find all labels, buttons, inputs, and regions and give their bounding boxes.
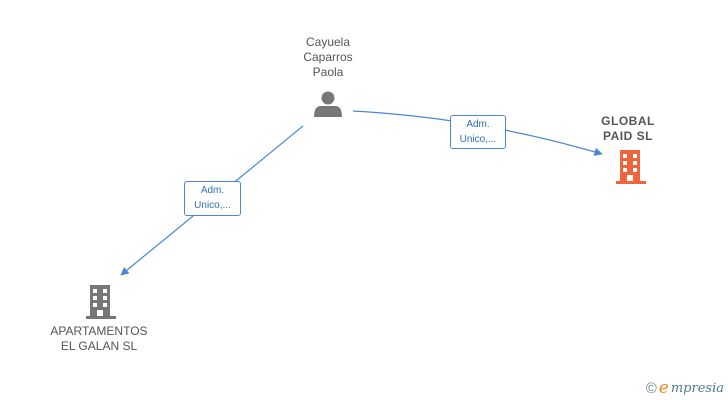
copyright-symbol: © — [645, 379, 657, 397]
node-label-apartamentos[interactable]: APARTAMENTOS EL GALAN SL — [50, 324, 148, 353]
brand-name: mpresia — [670, 380, 724, 396]
building-icon[interactable] — [616, 150, 646, 184]
node-label-person[interactable]: Cayuela Caparros Paola — [303, 35, 353, 79]
edge-label-person-apartamentos[interactable]: Adm. Unico,... — [184, 181, 241, 216]
building-icon[interactable] — [86, 285, 116, 319]
brand-initial: e — [658, 378, 669, 398]
person-icon[interactable] — [314, 91, 342, 118]
node-label-global-paid[interactable]: GLOBAL PAID SL — [601, 114, 655, 143]
edge-label-person-global[interactable]: Adm. Unico,... — [450, 115, 506, 149]
